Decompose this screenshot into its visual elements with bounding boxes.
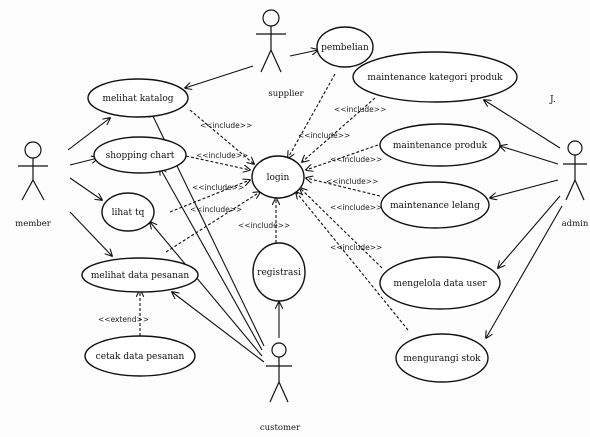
stray-mark: J. [549, 95, 556, 105]
assoc-member-melihat-data-pesanan [69, 211, 112, 256]
include-label: <<include>> [330, 243, 382, 252]
actor-head-icon [567, 140, 583, 156]
use-case-shopping-chart: shopping chart [93, 136, 187, 174]
actor-customer: customer [260, 342, 301, 433]
stereotype-labels: <<include>> <<include>> <<include>> <<in… [98, 105, 386, 324]
svg-text:pembelian: pembelian [321, 43, 369, 53]
use-case-maintenance-kategori-produk: maintenance kategori produk [352, 51, 518, 103]
extend-label: <<extend>> [98, 315, 149, 324]
use-case-login: login [251, 155, 305, 199]
assoc-admin-maintenance-produk [500, 146, 559, 165]
assoc-admin-maintenance-kategori [484, 100, 561, 149]
include-label: <<include>> [330, 155, 382, 164]
svg-text:maintenance produk: maintenance produk [393, 141, 488, 151]
assoc-admin-maintenance-lelang [490, 179, 559, 198]
include-pembelian-login [288, 73, 336, 158]
include-label: <<include>> [326, 177, 378, 186]
assoc-customer-shopping-chart [160, 168, 263, 351]
include-melihat-katalog-login [189, 109, 254, 164]
assoc-member-melihat-katalog [67, 118, 110, 151]
assoc-member-lihat-tq [69, 177, 102, 200]
actor-head-icon [271, 342, 287, 358]
use-case-maintenance-lelang: maintenance lelang [380, 181, 490, 229]
include-label: <<include>> [190, 205, 242, 214]
use-case-melihat-katalog: melihat katalog [87, 78, 189, 118]
svg-text:registrasi: registrasi [257, 268, 301, 278]
use-case-melihat-data-pesanan: melihat data pesanan [81, 257, 199, 293]
include-label: <<include>> [196, 151, 248, 160]
actor-admin: admin [562, 140, 589, 229]
include-shopping-chart-login [185, 155, 250, 170]
include-maintenance-kategori-login [302, 97, 376, 162]
use-case-mengurangi-stok: mengurangi stok [395, 333, 489, 383]
assoc-customer-lihat-tq [150, 222, 263, 357]
use-case-lihat-tq: lihat tq [101, 192, 155, 232]
actor-label: supplier [268, 89, 304, 99]
use-case-cetak-data-pesanan: cetak data pesanan [84, 335, 196, 377]
include-label: <<include>> [330, 203, 382, 212]
assoc-supplier-melihat-katalog [185, 65, 254, 88]
assoc-admin-mengurangi-stok [486, 205, 563, 338]
svg-text:lihat tq: lihat tq [112, 208, 145, 218]
actor-head-icon [262, 9, 280, 27]
assoc-member-shopping-chart [69, 158, 98, 166]
svg-text:maintenance lelang: maintenance lelang [390, 201, 480, 211]
use-case-pembelian: pembelian [316, 26, 374, 68]
assoc-customer-melihat-data-pesanan [172, 292, 265, 363]
include-maintenance-produk-login [306, 144, 379, 170]
actor-head-icon [24, 141, 42, 159]
include-label: <<include>> [192, 183, 244, 192]
svg-text:melihat katalog: melihat katalog [102, 94, 173, 104]
include-label: <<include>> [334, 105, 386, 114]
use-case-registrasi: registrasi [252, 242, 306, 302]
use-case-mengelola-data-user: mengelola data user [379, 256, 501, 310]
svg-text:melihat data pesanan: melihat data pesanan [91, 271, 189, 281]
include-melihat-data-pesanan-login [165, 192, 260, 253]
include-lihat-tq-login [169, 180, 250, 213]
svg-text:shopping chart: shopping chart [106, 151, 175, 161]
svg-text:maintenance kategori produk: maintenance kategori produk [367, 73, 503, 83]
connectors [67, 50, 563, 363]
svg-text:mengurangi stok: mengurangi stok [403, 354, 481, 364]
actor-label: customer [260, 423, 301, 433]
actor-supplier: supplier [256, 9, 305, 99]
actor-label: admin [562, 219, 589, 229]
include-label: <<include>> [238, 221, 290, 230]
include-maintenance-lelang-login [306, 178, 381, 197]
include-label: <<include>> [200, 121, 252, 130]
actor-member: member [15, 141, 52, 229]
assoc-supplier-pembelian [289, 50, 318, 57]
actor-label: member [15, 219, 52, 229]
include-mengelola-data-user-login [300, 188, 383, 269]
svg-text:login: login [267, 173, 290, 183]
svg-text:mengelola data user: mengelola data user [393, 279, 487, 289]
svg-text:cetak data pesanan: cetak data pesanan [96, 352, 185, 362]
include-label: <<include>> [298, 131, 350, 140]
use-case-maintenance-produk: maintenance produk [379, 123, 501, 167]
assoc-admin-mengelola-data-user [498, 195, 561, 268]
